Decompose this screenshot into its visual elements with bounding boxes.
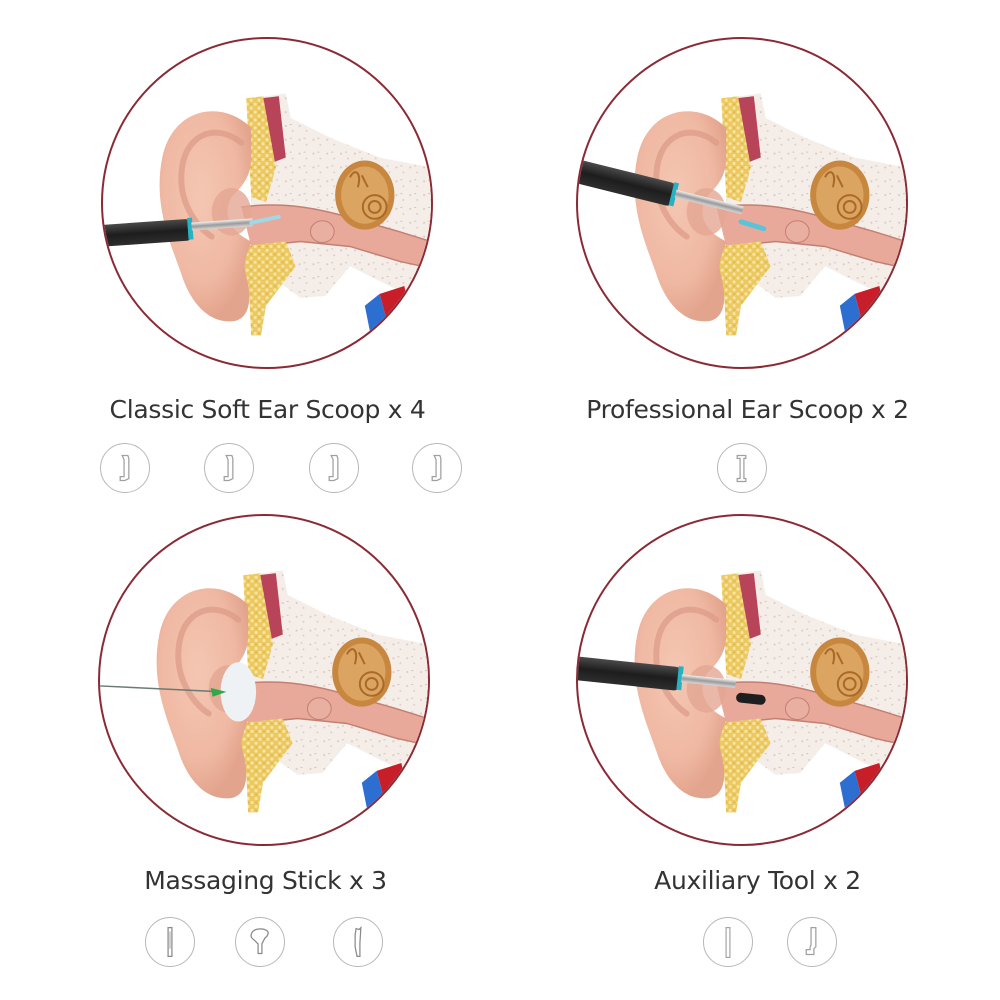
ear-anatomy-illustration [100, 516, 428, 844]
caption-massaging-stick: Massaging Stick x 3 [144, 866, 387, 895]
angled-stick-icon [333, 917, 383, 967]
soft-scoop-icon [412, 443, 462, 493]
ear-illustration-massaging-stick [98, 514, 430, 846]
ear-illustration-pro-scoop [576, 37, 908, 369]
soft-scoop-icon [204, 443, 254, 493]
straight-rod-icon [703, 917, 753, 967]
ear-anatomy-illustration [578, 39, 906, 367]
straight-stick-icon [145, 917, 195, 967]
ear-illustration-auxiliary-tool [576, 514, 908, 846]
soft-scoop-icon [100, 443, 150, 493]
caption-professional-ear-scoop: Professional Ear Scoop x 2 [586, 395, 909, 424]
hook-rod-icon [787, 917, 837, 967]
caption-auxiliary-tool: Auxiliary Tool x 2 [654, 866, 861, 895]
soft-scoop-icon [309, 443, 359, 493]
ear-anatomy-illustration [578, 516, 906, 844]
pro-scoop-icon [717, 443, 767, 493]
spoon-tip-icon [235, 917, 285, 967]
caption-classic-soft-ear-scoop: Classic Soft Ear Scoop x 4 [109, 395, 426, 424]
ear-illustration-soft-scoop [101, 37, 433, 369]
ear-anatomy-illustration [103, 39, 431, 367]
